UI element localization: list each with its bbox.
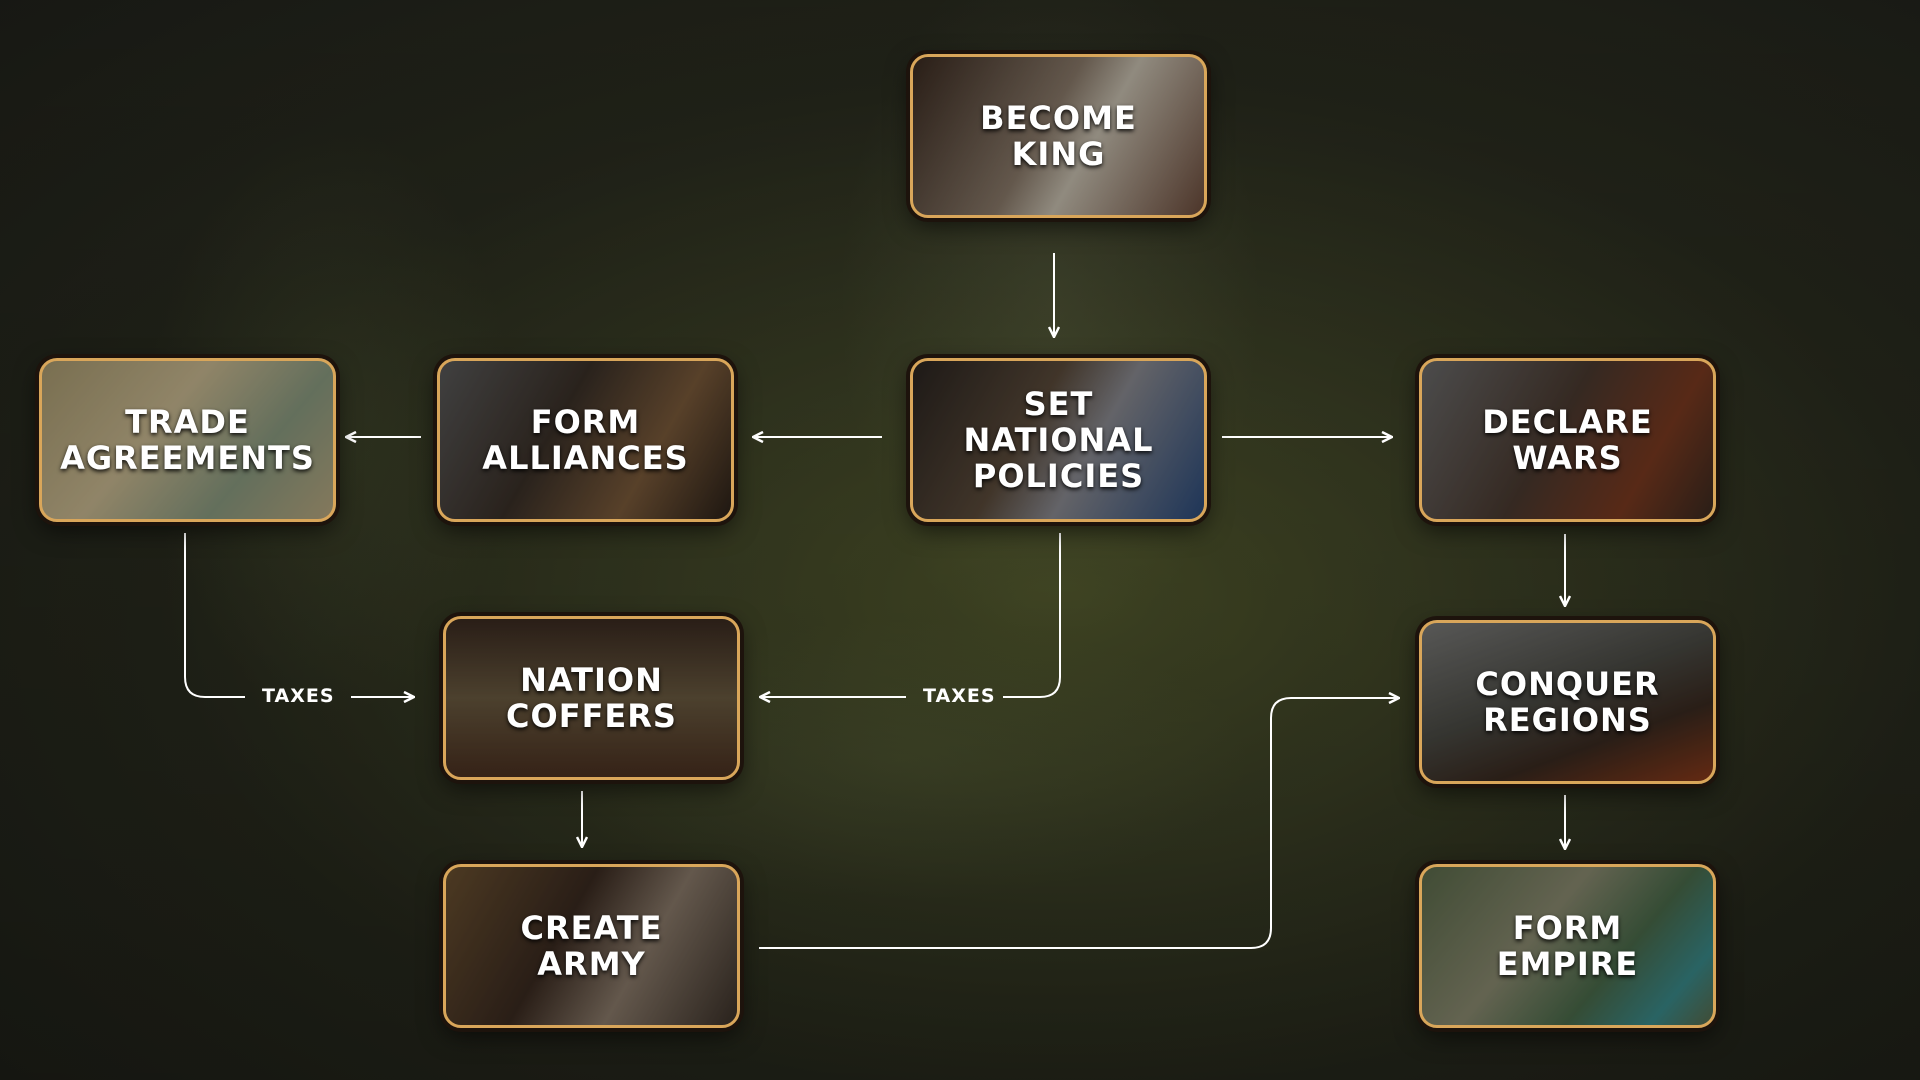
taxes-label-left: TAXES [262,685,335,707]
node-label: CREATE ARMY [520,909,663,983]
node-label: SET NATIONAL POLICIES [963,385,1154,495]
node-label: FORM EMPIRE [1496,909,1639,983]
node-set-national-policies[interactable]: SET NATIONAL POLICIES [910,358,1207,522]
node-conquer-regions[interactable]: CONQUER REGIONS [1419,620,1716,784]
arrow-army-to-conquer [759,698,1398,949]
node-label: FORM ALLIANCES [482,403,689,477]
node-label: CONQUER REGIONS [1475,665,1660,739]
node-create-army[interactable]: CREATE ARMY [443,864,740,1028]
node-declare-wars[interactable]: DECLARE WARS [1419,358,1716,522]
node-form-alliances[interactable]: FORM ALLIANCES [437,358,734,522]
node-trade-agreements[interactable]: TRADE AGREEMENTS [39,358,336,522]
node-nation-coffers[interactable]: NATION COFFERS [443,616,740,780]
line-trade-to-taxes [184,533,245,698]
node-become-king[interactable]: BECOME KING [910,54,1207,218]
node-form-empire[interactable]: FORM EMPIRE [1419,864,1716,1028]
node-label: NATION COFFERS [506,661,677,735]
node-label: TRADE AGREEMENTS [60,403,315,477]
node-label: DECLARE WARS [1482,403,1653,477]
node-label: BECOME KING [980,99,1137,173]
taxes-label-right: TAXES [923,685,996,707]
line-policies-to-taxes [1003,533,1061,698]
